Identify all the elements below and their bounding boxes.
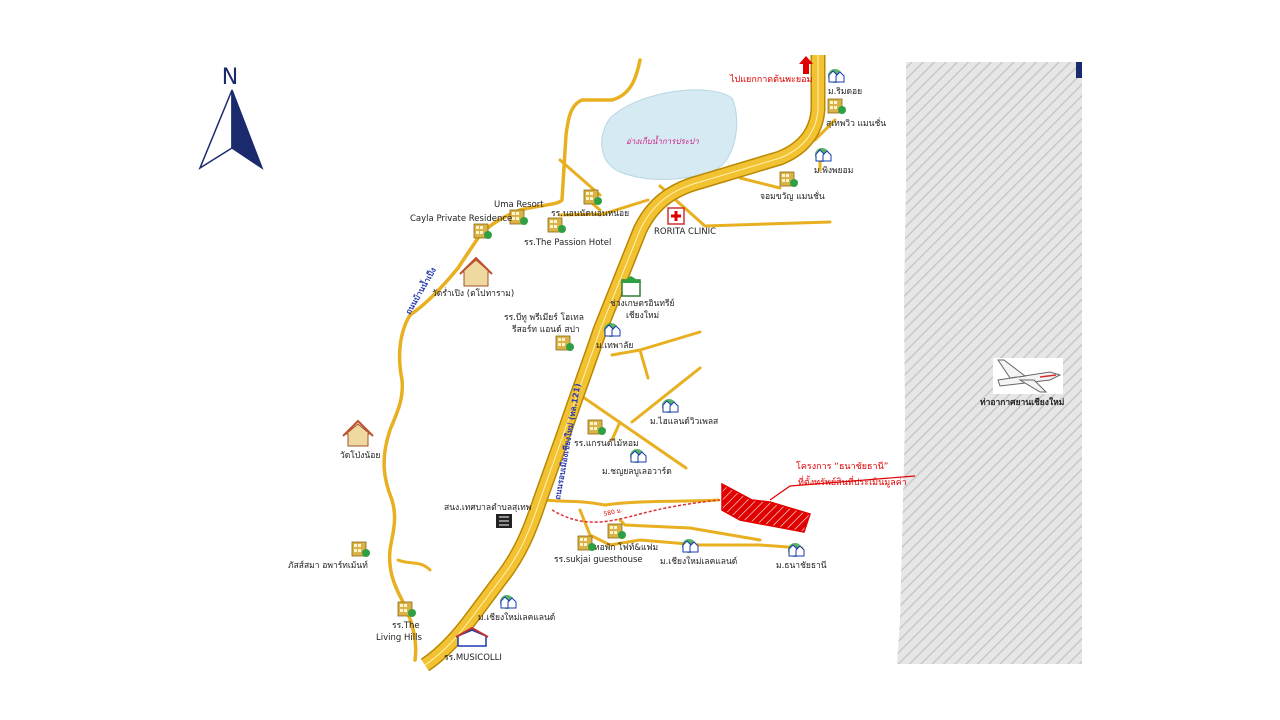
village-icon <box>499 594 517 610</box>
place-label: รร.บีทู พรีเมียร์ โฮเทล <box>504 312 584 323</box>
place-label: ม.ริมดอย <box>828 87 862 97</box>
building-icon <box>397 601 417 618</box>
building-icon <box>351 541 371 558</box>
place-chomkhwan-mansion[interactable]: จอมขวัญ แมนชั่น <box>760 171 825 202</box>
place-label: จอมขวัญ แมนชั่น <box>760 190 825 202</box>
project-site <box>721 482 811 533</box>
main-highway <box>420 55 826 672</box>
place-label: สุเทพวิว แมนชั่น <box>826 117 886 129</box>
reservoir-label: อ่างเก็บน้ำการประปา <box>626 135 699 146</box>
place-label: Cayla Private Residence <box>410 214 512 224</box>
village-icon <box>814 147 832 163</box>
cut-off-logo-icon <box>1076 62 1082 78</box>
place-label: ม.ธนาชัยธานี <box>776 560 827 571</box>
north-arrow-text: ไปแยกกาดต้นพะยอม <box>729 74 813 85</box>
place-bitu-hotel[interactable]: รร.บีทู พรีเมียร์ โฮเทล รีสอร์ท แอนด์ สป… <box>504 312 584 352</box>
place-label: หอพัก โฟท์&แฟม <box>594 542 658 553</box>
temple-icon <box>344 423 372 447</box>
building-icon <box>587 419 607 436</box>
compass-letter: N <box>222 65 238 90</box>
place-label: รร.MUSICOLLI <box>444 653 502 663</box>
place-musicolli-hotel[interactable]: รร.MUSICOLLI <box>444 626 502 663</box>
place-thephalai[interactable]: ม.เทพาลัย <box>596 322 633 351</box>
village-icon <box>603 322 621 338</box>
place-living-hills[interactable]: รร.The Living Hills <box>376 601 422 643</box>
place-wat-pongnoi[interactable]: วัดโป่งน้อย <box>340 419 380 461</box>
building-icon <box>583 189 603 206</box>
place-horpak-dorm[interactable]: หอพัก โฟท์&แฟม <box>594 523 658 553</box>
place-label: รร.นอนนัดนอนหน่อย <box>551 209 629 219</box>
village-icon <box>661 398 679 414</box>
place-label: สนง.เทศบาลตำบลสุเทพ <box>444 503 531 513</box>
place-chiangmai-lakeland-west[interactable]: ม.เชียงใหม่เลคแลนด์ <box>478 594 555 623</box>
place-highland-view[interactable]: ม.ไฮแลนด์วิวเพลส <box>650 398 719 427</box>
place-sukhumvit-mansion[interactable]: สุเทพวิว แมนชั่น <box>826 98 886 129</box>
distance-line <box>551 499 721 523</box>
place-label: รร.The Passion Hotel <box>524 238 611 248</box>
place-label: ภัสส์สมา อพาร์ทเม้นท์ <box>288 560 368 571</box>
airport-plane-icon <box>993 358 1063 394</box>
building-icon <box>827 98 847 115</box>
place-nonnat-hotel[interactable]: รร.นอนนัดนอนหน่อย <box>551 189 629 219</box>
village-icon <box>827 68 845 84</box>
project-title: โครงการ “ธนาชัยธานี” <box>796 461 888 472</box>
place-label: รร.The <box>392 621 420 631</box>
place-phatsama-apartment[interactable]: ภัสส์สมา อพาร์ทเม้นท์ <box>288 541 371 571</box>
place-organic-market[interactable]: ช่วงเกษตรอินทรีย์ เชียงใหม่ <box>610 276 675 321</box>
north-direction-arrow: ไปแยกกาดต้นพะยอม <box>729 56 813 85</box>
place-cayla-residence[interactable]: Cayla Private Residence <box>410 214 512 240</box>
place-label: เชียงใหม่ <box>626 310 659 321</box>
place-rorita-clinic[interactable]: RORITA CLINIC <box>654 207 716 237</box>
place-thanachai-thani[interactable]: ม.ธนาชัยธานี <box>776 542 827 571</box>
village-icon <box>629 448 647 464</box>
place-label: ม.ไฮแลนด์วิวเพลส <box>650 416 719 427</box>
building-icon <box>509 209 529 226</box>
place-passion-hotel[interactable]: รร.The Passion Hotel <box>524 217 611 248</box>
north-compass: N <box>198 65 264 170</box>
project-subtitle: ที่ตั้งทรัพย์สินที่ประเมินมูลค่า <box>798 475 907 488</box>
distance-label: 580 ม. <box>603 507 623 518</box>
place-label: ม.เทพาลัย <box>596 341 633 351</box>
place-label: รร.แกรนด์ไม้หอม <box>574 438 639 449</box>
building-icon <box>607 523 627 540</box>
place-label: Uma Resort <box>494 200 544 210</box>
village-icon <box>787 542 805 558</box>
place-rimdoi[interactable]: ม.ริมดอย <box>827 68 862 97</box>
project-callout-line <box>769 475 916 501</box>
place-uma-resort[interactable]: Uma Resort <box>494 200 544 226</box>
building-icon <box>555 335 575 352</box>
place-municipal-office[interactable]: สนง.เทศบาลตำบลสุเทพ <box>444 503 531 528</box>
place-label: ม.พิงพยอม <box>814 166 853 176</box>
place-chiangmai-lakeland-east[interactable]: ม.เชียงใหม่เลคแลนด์ <box>660 538 737 567</box>
building-icon <box>547 217 567 234</box>
village-icon <box>681 538 699 554</box>
reservoir-shape <box>601 89 738 180</box>
airport-label: ท่าอากาศยานเชียงใหม่ <box>980 397 1064 408</box>
place-label: ม.เชียงใหม่เลคแลนด์ <box>660 556 737 567</box>
place-wat-rampeng[interactable]: วัดร่ำเปิง (ตโปทาราม) <box>432 256 514 299</box>
place-label: ช่วงเกษตรอินทรีย์ <box>610 298 675 309</box>
place-label: ม.เชียงใหม่เลคแลนด์ <box>478 612 555 623</box>
place-label: ม.ชญยลบูเลอวาร์ด <box>602 466 672 477</box>
place-label: วัดร่ำเปิง (ตโปทาราม) <box>432 287 514 299</box>
place-label: Living Hills <box>376 633 422 643</box>
secondary-roads <box>382 58 837 662</box>
airport-zone <box>897 62 1082 664</box>
place-label: RORITA CLINIC <box>654 227 716 237</box>
building-icon <box>779 171 799 188</box>
place-phingphayom[interactable]: ม.พิงพยอม <box>814 147 853 176</box>
place-sukjai-guesthouse[interactable]: รร.sukjai guesthouse <box>554 535 643 565</box>
place-label: รร.sukjai guesthouse <box>554 555 643 565</box>
place-label: วัดโป่งน้อย <box>340 450 380 461</box>
place-grand-maihom[interactable]: รร.แกรนด์ไม้หอม <box>574 419 639 449</box>
place-chaiyaphruek[interactable]: ม.ชญยลบูเลอวาร์ด <box>602 448 672 477</box>
place-label: รีสอร์ท แอนด์ สปา <box>512 324 580 335</box>
temple-icon <box>460 259 492 287</box>
